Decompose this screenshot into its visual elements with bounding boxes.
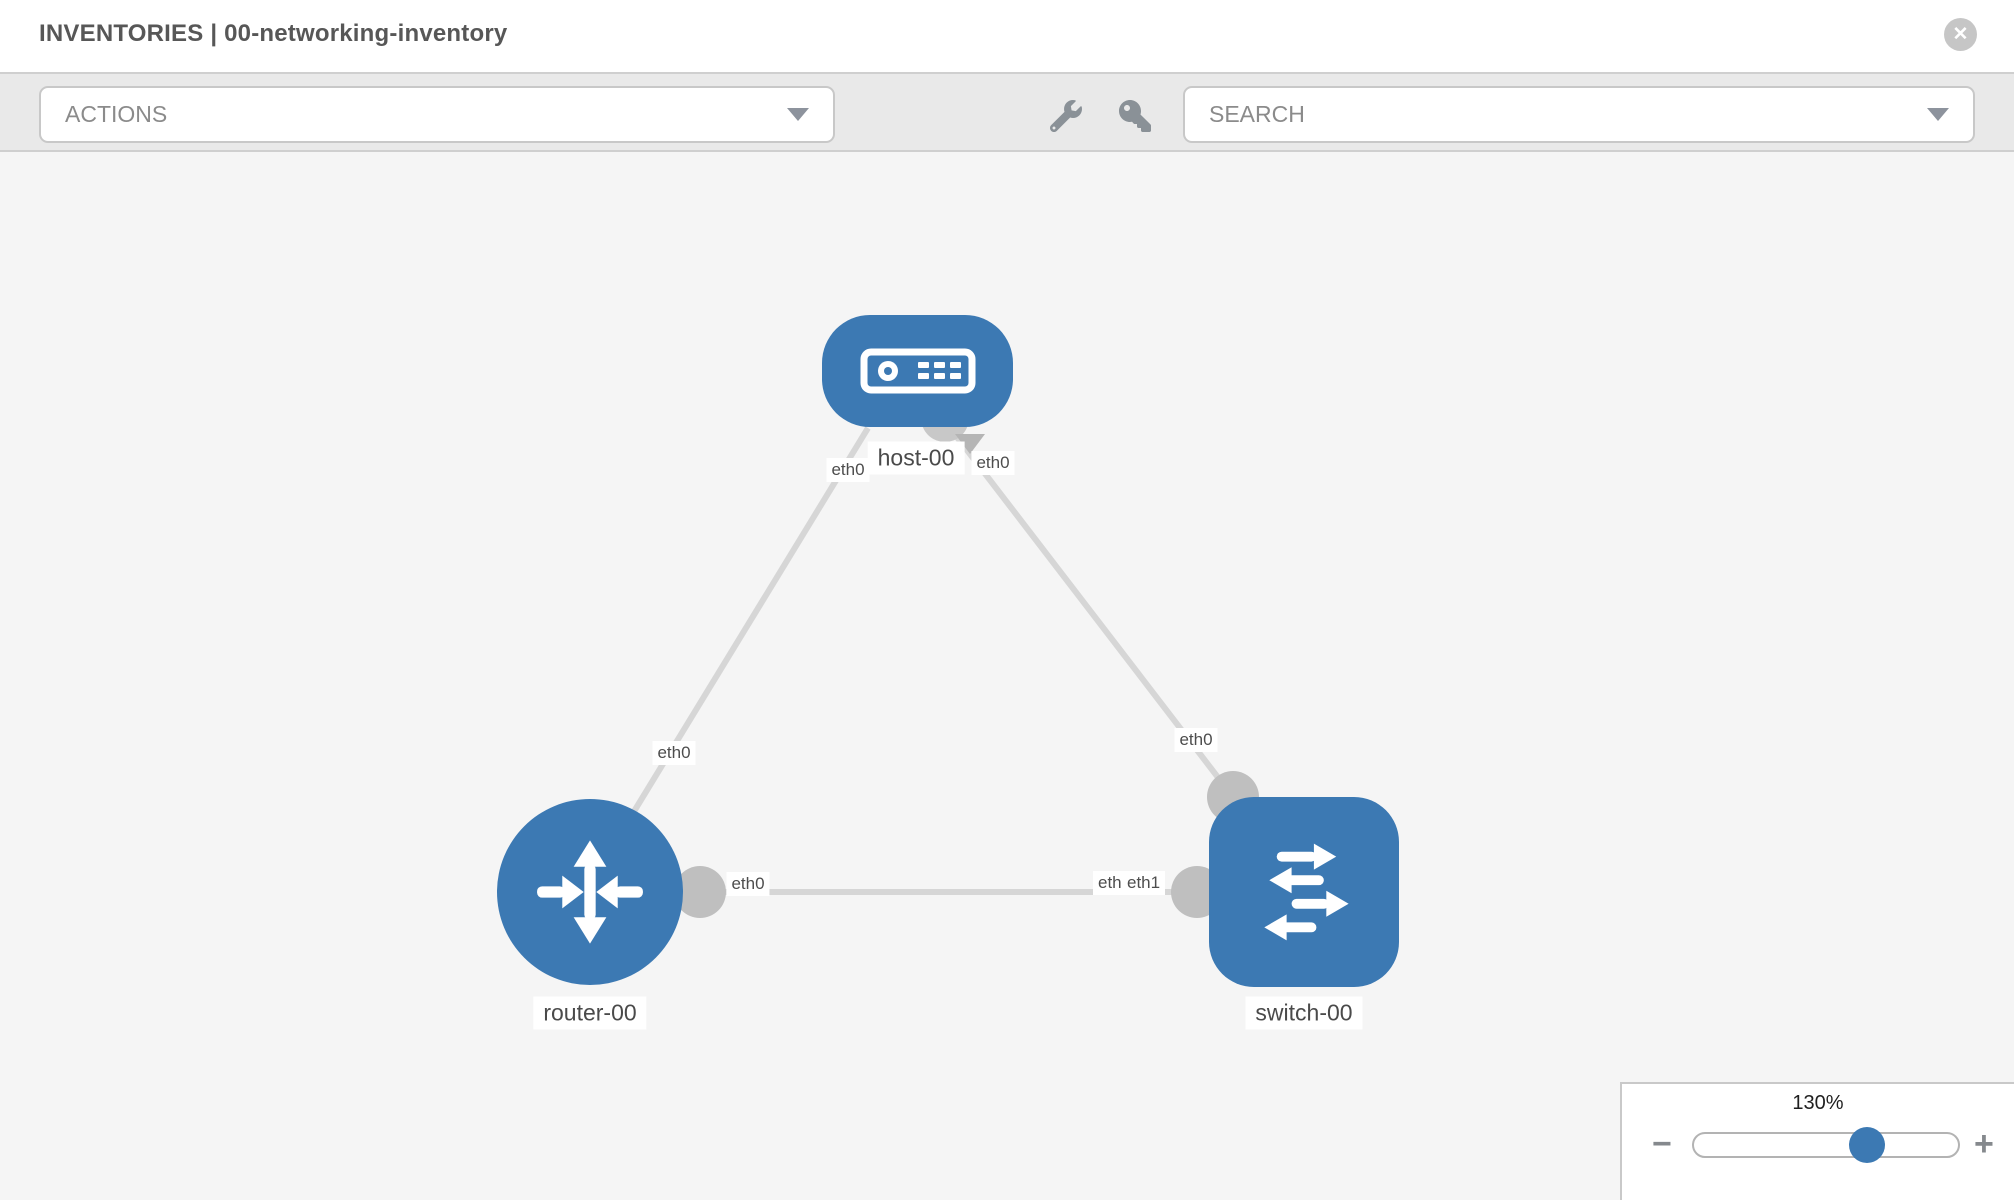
links-layer — [627, 394, 1259, 918]
zoom-in-button[interactable]: + — [1974, 1125, 1994, 1163]
zoom-slider[interactable] — [1692, 1127, 1960, 1163]
topology-canvas[interactable]: host-00 router-00 switch-00 eth0 eth0 et… — [0, 152, 2014, 1200]
node-router-00[interactable] — [497, 799, 683, 985]
router-icon — [537, 840, 643, 944]
interface-label-router-switch-switch-side-front: eth1 — [1122, 871, 1166, 895]
node-switch-00[interactable] — [1209, 797, 1399, 987]
connector-router-eth0 — [674, 866, 726, 918]
node-host-00[interactable] — [822, 315, 1013, 427]
zoom-out-button[interactable]: − — [1652, 1125, 1672, 1163]
interface-label-host-router-host-side: eth0 — [826, 458, 870, 482]
connector-host-pointer — [955, 434, 985, 454]
search-dropdown-label: SEARCH — [1209, 101, 1305, 127]
header: INVENTORIES | 00-networking-inventory ✕ — [0, 0, 2014, 72]
interface-label-router-switch-router-side: eth0 — [726, 872, 770, 896]
interface-label-host-router-router-side: eth0 — [652, 741, 696, 765]
node-label-switch-00: switch-00 — [1245, 996, 1363, 1030]
interface-label-host-switch-host-side: eth0 — [971, 451, 1015, 475]
wrench-icon — [1050, 100, 1082, 132]
zoom-panel: 130% − + — [1620, 1082, 2014, 1200]
chevron-down-icon — [1927, 108, 1949, 121]
actions-dropdown[interactable]: ACTIONS — [39, 86, 835, 143]
interface-label-host-switch-switch-side: eth0 — [1174, 728, 1218, 752]
zoom-level: 130% — [1792, 1092, 1844, 1114]
zoom-slider-handle[interactable] — [1849, 1127, 1885, 1163]
close-icon: ✕ — [1952, 24, 1969, 45]
actions-dropdown-label: ACTIONS — [65, 101, 168, 127]
switch-icon — [1264, 843, 1349, 941]
chevron-down-icon — [787, 108, 809, 121]
key-icon — [1119, 100, 1151, 132]
search-dropdown[interactable]: SEARCH — [1183, 86, 1975, 143]
close-button[interactable]: ✕ — [1944, 18, 1977, 51]
toolbar: ACTIONS SEARCH — [0, 72, 2014, 152]
page-title: INVENTORIES | 00-networking-inventory — [39, 20, 508, 47]
node-label-host-00: host-00 — [867, 441, 965, 475]
node-label-router-00: router-00 — [533, 996, 647, 1030]
wrench-tool-button[interactable] — [1048, 98, 1084, 134]
key-tool-button[interactable] — [1117, 98, 1153, 134]
host-icon — [860, 348, 975, 394]
